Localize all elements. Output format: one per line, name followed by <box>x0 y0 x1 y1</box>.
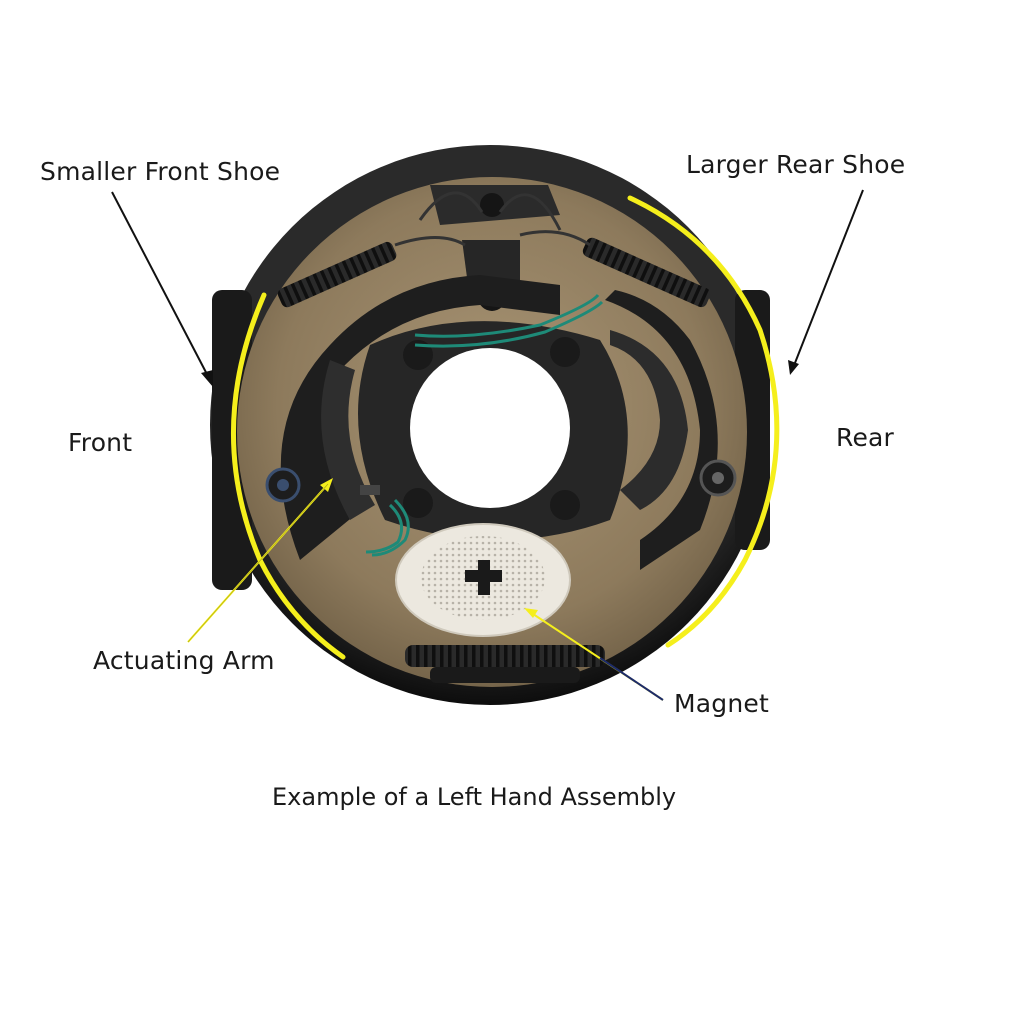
leader-rear-shoe <box>788 189 864 375</box>
actuating-arm <box>321 360 380 520</box>
leader-front-shoe <box>111 191 213 387</box>
hub-mount <box>358 321 628 540</box>
front-shoe <box>280 275 560 560</box>
diagram-caption: Example of a Left Hand Assembly <box>272 783 677 811</box>
adjuster-spring <box>405 645 605 683</box>
label-larger-rear-shoe: Larger Rear Shoe <box>686 150 906 179</box>
label-smaller-front-shoe: Smaller Front Shoe <box>40 157 281 186</box>
leader-actuating-arm <box>187 478 333 643</box>
return-springs <box>277 230 711 308</box>
rear-shoe <box>605 290 718 570</box>
label-magnet: Magnet <box>674 689 769 718</box>
leader-magnet <box>524 608 664 701</box>
magnet <box>395 523 571 637</box>
label-actuating-arm: Actuating Arm <box>93 646 275 675</box>
front-shoe-highlight <box>230 292 346 660</box>
label-rear: Rear <box>836 423 895 452</box>
magnet-wires <box>365 293 604 557</box>
hold-down-nuts <box>265 459 737 503</box>
rear-shoe-highlight <box>627 195 780 648</box>
label-front: Front <box>68 428 133 457</box>
